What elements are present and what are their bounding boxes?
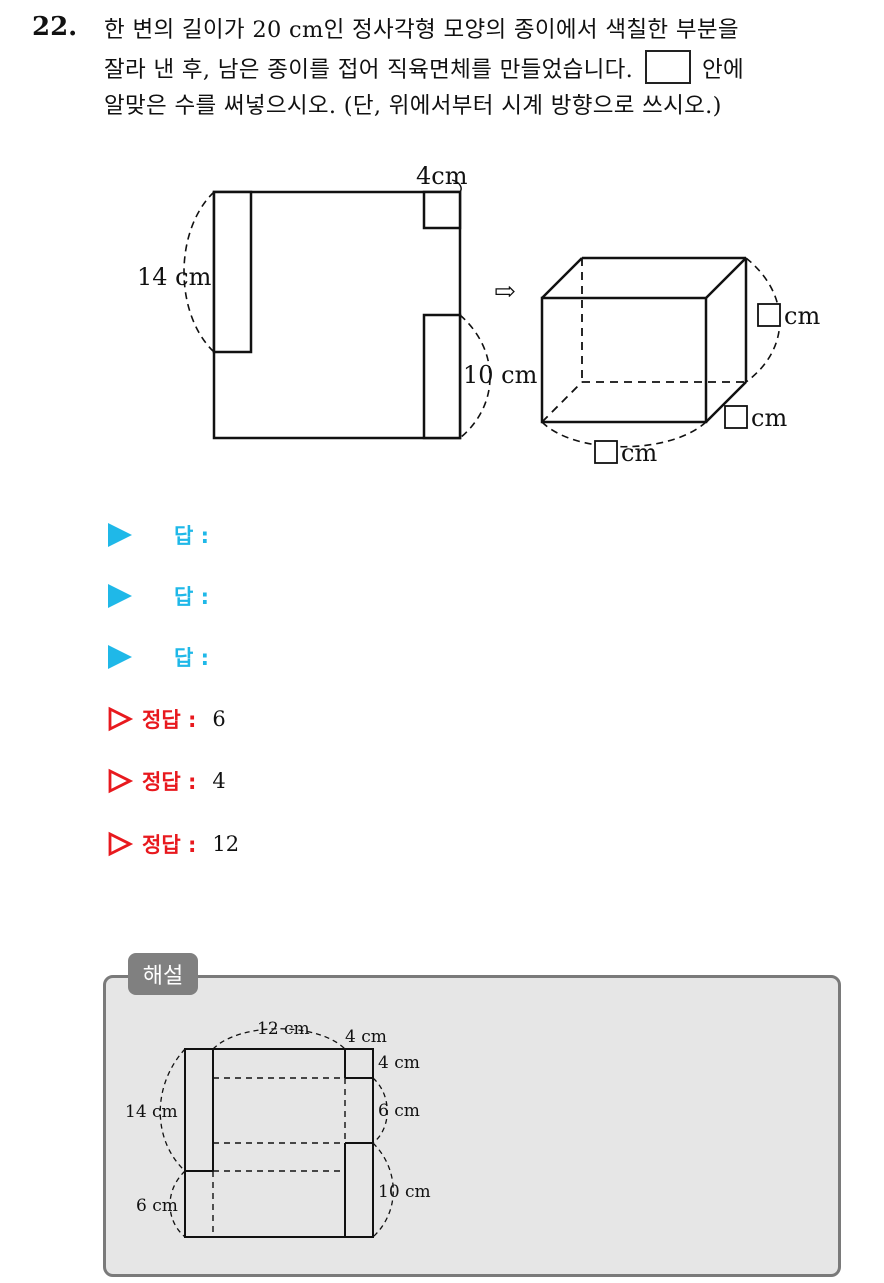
expl-label-6cm-left: 6 cm	[136, 1196, 178, 1216]
unit-width: cm	[621, 439, 657, 467]
unit-height: cm	[784, 302, 820, 330]
dim-arc-14cm	[183, 191, 215, 353]
correct-answer-row-3: 정답 : 12	[108, 828, 239, 860]
correct-answer-row-1: 정답 : 6	[108, 703, 226, 735]
correct-answer-value: 6	[212, 707, 226, 731]
unit-depth: cm	[751, 404, 787, 432]
blank-box-depth-icon	[724, 405, 748, 429]
expl-label-6cm-right: 6 cm	[378, 1101, 420, 1121]
paper-net	[212, 190, 462, 440]
correct-answer-label: 정답 :	[142, 708, 197, 732]
correct-answer-label: 정답 :	[142, 770, 197, 794]
outline-triangle-icon	[108, 831, 134, 857]
expl-label-14cm: 14 cm	[125, 1102, 178, 1122]
play-triangle-icon	[108, 645, 132, 669]
correct-answer-value: 12	[212, 832, 240, 856]
expl-label-10cm: 10 cm	[378, 1182, 431, 1202]
blank-box-height-icon	[757, 303, 781, 327]
play-triangle-icon	[108, 523, 132, 547]
question-number: 22.	[32, 12, 78, 42]
correct-answer-value: 4	[212, 769, 226, 793]
blank-box-icon	[644, 50, 691, 84]
outline-triangle-icon	[108, 768, 134, 794]
dim-arc-10cm	[459, 314, 491, 439]
question-line-3: 알맞은 수를 써넣으시오. (단, 위에서부터 시계 방향으로 쓰시오.)	[104, 93, 722, 119]
question-line-2-tail: 안에	[701, 57, 744, 83]
answer-label: 답 :	[174, 524, 210, 548]
label-4cm: 4cm	[416, 162, 468, 190]
answer-row-1[interactable]: 답 :	[108, 519, 209, 551]
correct-answer-row-2: 정답 : 4	[108, 765, 226, 797]
blank-box-width-icon	[594, 440, 618, 464]
expl-label-12cm: 12 cm	[257, 1019, 310, 1039]
cuboid-hidden-edges	[541, 258, 746, 423]
dim-arc-width	[541, 421, 707, 448]
explanation-box	[103, 975, 841, 1277]
question-line-1: 한 변의 길이가 20 cm인 정사각형 모양의 종이에서 색칠한 부분을	[104, 17, 739, 43]
question-line-2-text: 잘라 낸 후, 남은 종이를 접어 직육면체를 만들었습니다.	[104, 57, 634, 83]
dim-arc-4cm	[451, 179, 462, 193]
outline-triangle-icon	[108, 706, 134, 732]
answer-row-2[interactable]: 답 :	[108, 580, 209, 612]
expl-label-4cm-top: 4 cm	[345, 1027, 387, 1047]
answer-label: 답 :	[174, 646, 210, 670]
question-line-2: 잘라 낸 후, 남은 종이를 접어 직육면체를 만들었습니다. 안에	[104, 50, 744, 84]
answer-row-3[interactable]: 답 :	[108, 641, 209, 673]
label-10cm: 10 cm	[463, 361, 538, 389]
explanation-net	[184, 1048, 374, 1238]
explanation-tag: 해설	[128, 953, 198, 995]
expl-label-4cm-right: 4 cm	[378, 1053, 420, 1073]
explanation-dim-arcs	[159, 1028, 394, 1238]
correct-answer-label: 정답 :	[142, 833, 197, 857]
explanation-fold-lines	[212, 1077, 346, 1237]
answer-label: 답 :	[174, 585, 210, 609]
play-triangle-icon	[108, 584, 132, 608]
label-14cm: 14 cm	[137, 263, 212, 291]
cuboid	[540, 256, 748, 424]
right-arrow-icon: ⇨	[494, 277, 516, 307]
